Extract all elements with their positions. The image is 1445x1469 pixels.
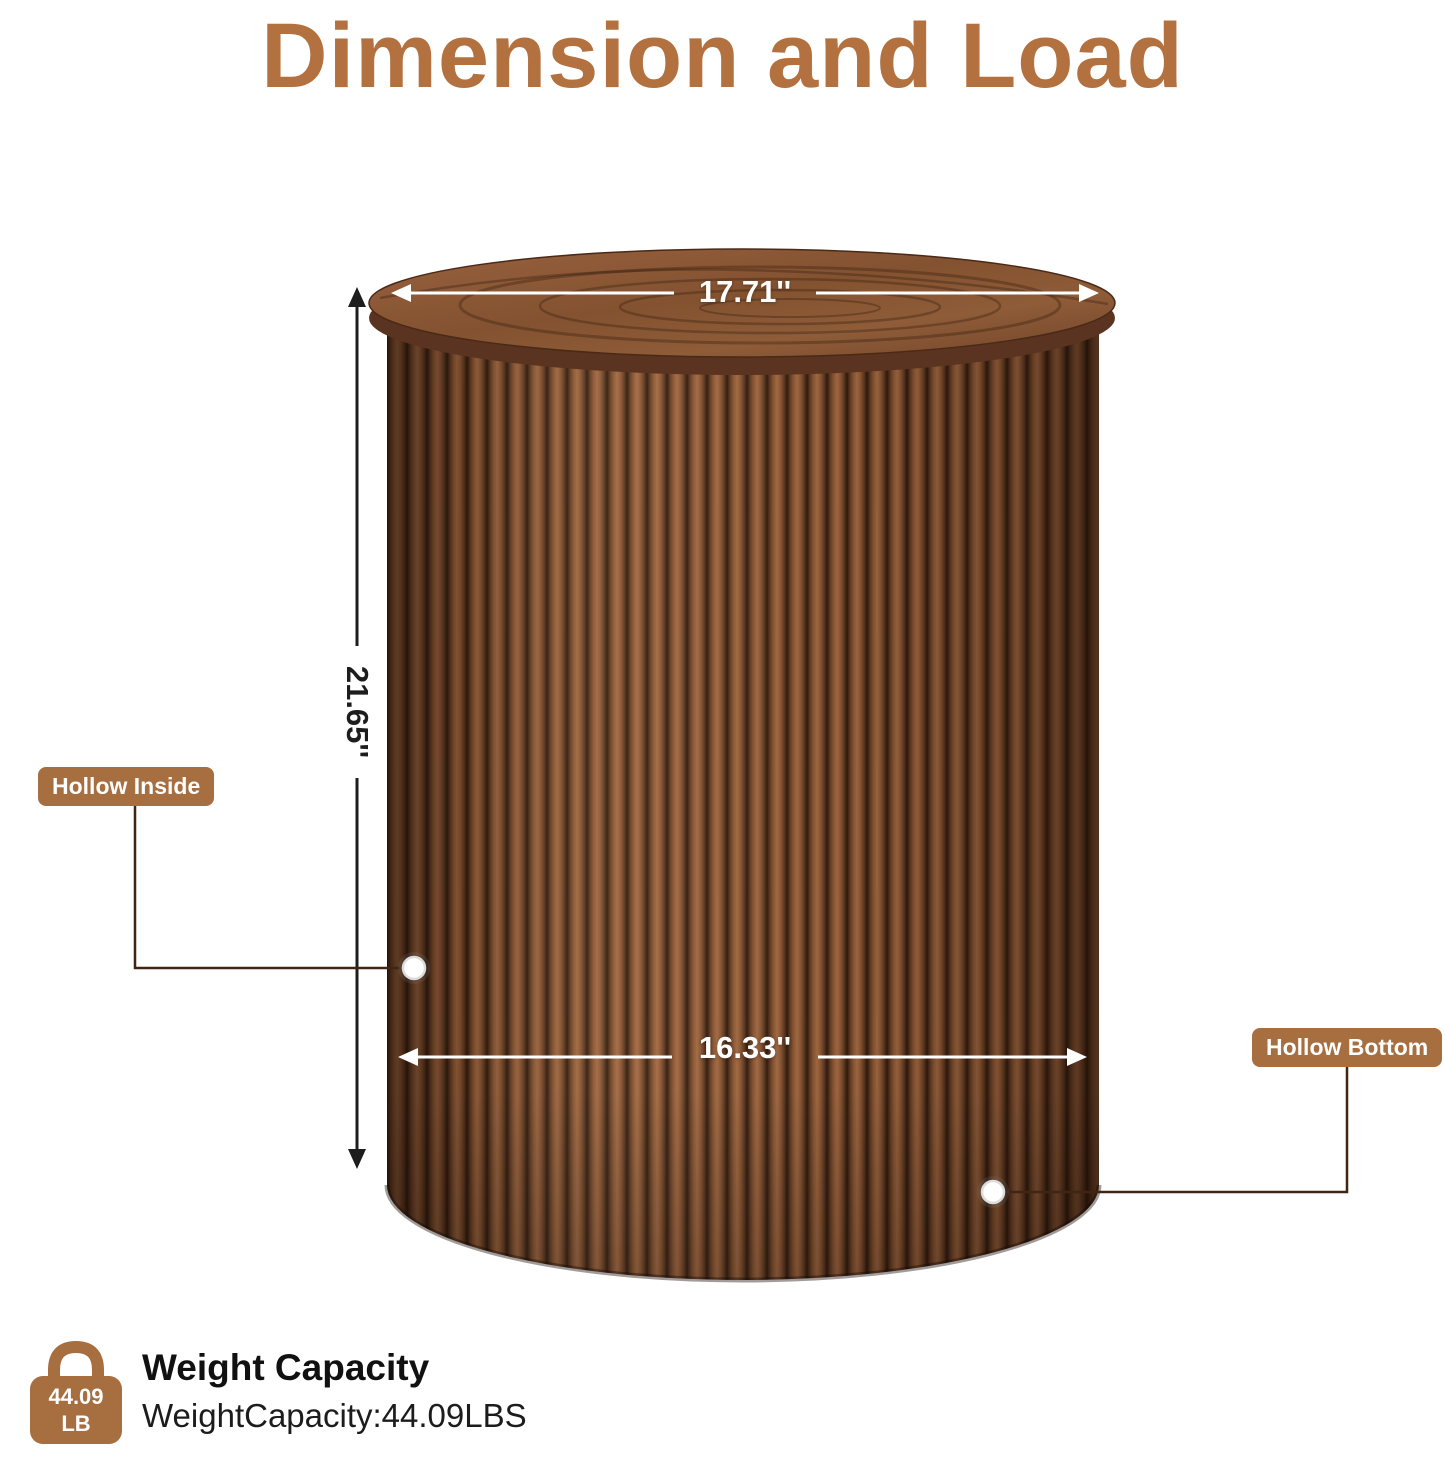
table-top-surface [368,248,1116,358]
table-body [384,330,1102,1283]
weight-capacity-heading: Weight Capacity [142,1347,430,1388]
callout-leaders [133,803,1349,1194]
arrowhead-up [348,287,366,307]
weight-text: Weight Capacity WeightCapacity:44.09LBS [142,1347,527,1435]
dimension-line-base-diameter [398,1048,1087,1066]
weight-capacity-section: 44.09 LB Weight Capacity WeightCapacity:… [30,1338,527,1444]
arrowhead-left [398,1048,418,1066]
table-top [368,248,1116,375]
weight-icon: 44.09 LB [30,1340,122,1444]
wood-grain [379,265,1109,345]
weight-body [30,1376,122,1444]
arrowhead-down [348,1149,366,1169]
weight-icon-unit: LB [61,1411,90,1436]
dimension-top-diameter-label: 17.71'' [698,274,792,309]
weight-handle [48,1340,104,1386]
arrowhead-right [1067,1048,1087,1066]
callout-hollow-bottom: Hollow Bottom [1252,1028,1443,1067]
weight-capacity-detail: WeightCapacity:44.09LBS [142,1397,527,1434]
page-title: Dimension and Load [261,5,1184,107]
dimension-line-top-diameter [391,284,1099,302]
dimension-height-label: 21.65'' [340,665,375,759]
hollow-inside-marker [398,952,430,984]
arrowhead-left [391,284,411,302]
hollow-inside-line [133,803,400,970]
arrowhead-right [1079,284,1099,302]
dimension-base-diameter-label: 16.33'' [698,1030,792,1065]
hollow-bottom-marker [977,1176,1009,1208]
dimension-line-height [348,287,366,1169]
hollow-bottom-line [1007,1064,1349,1194]
table-bottom-rim [384,1184,1102,1283]
weight-icon-value: 44.09 [48,1384,103,1409]
callout-hollow-inside: Hollow Inside [38,767,215,806]
